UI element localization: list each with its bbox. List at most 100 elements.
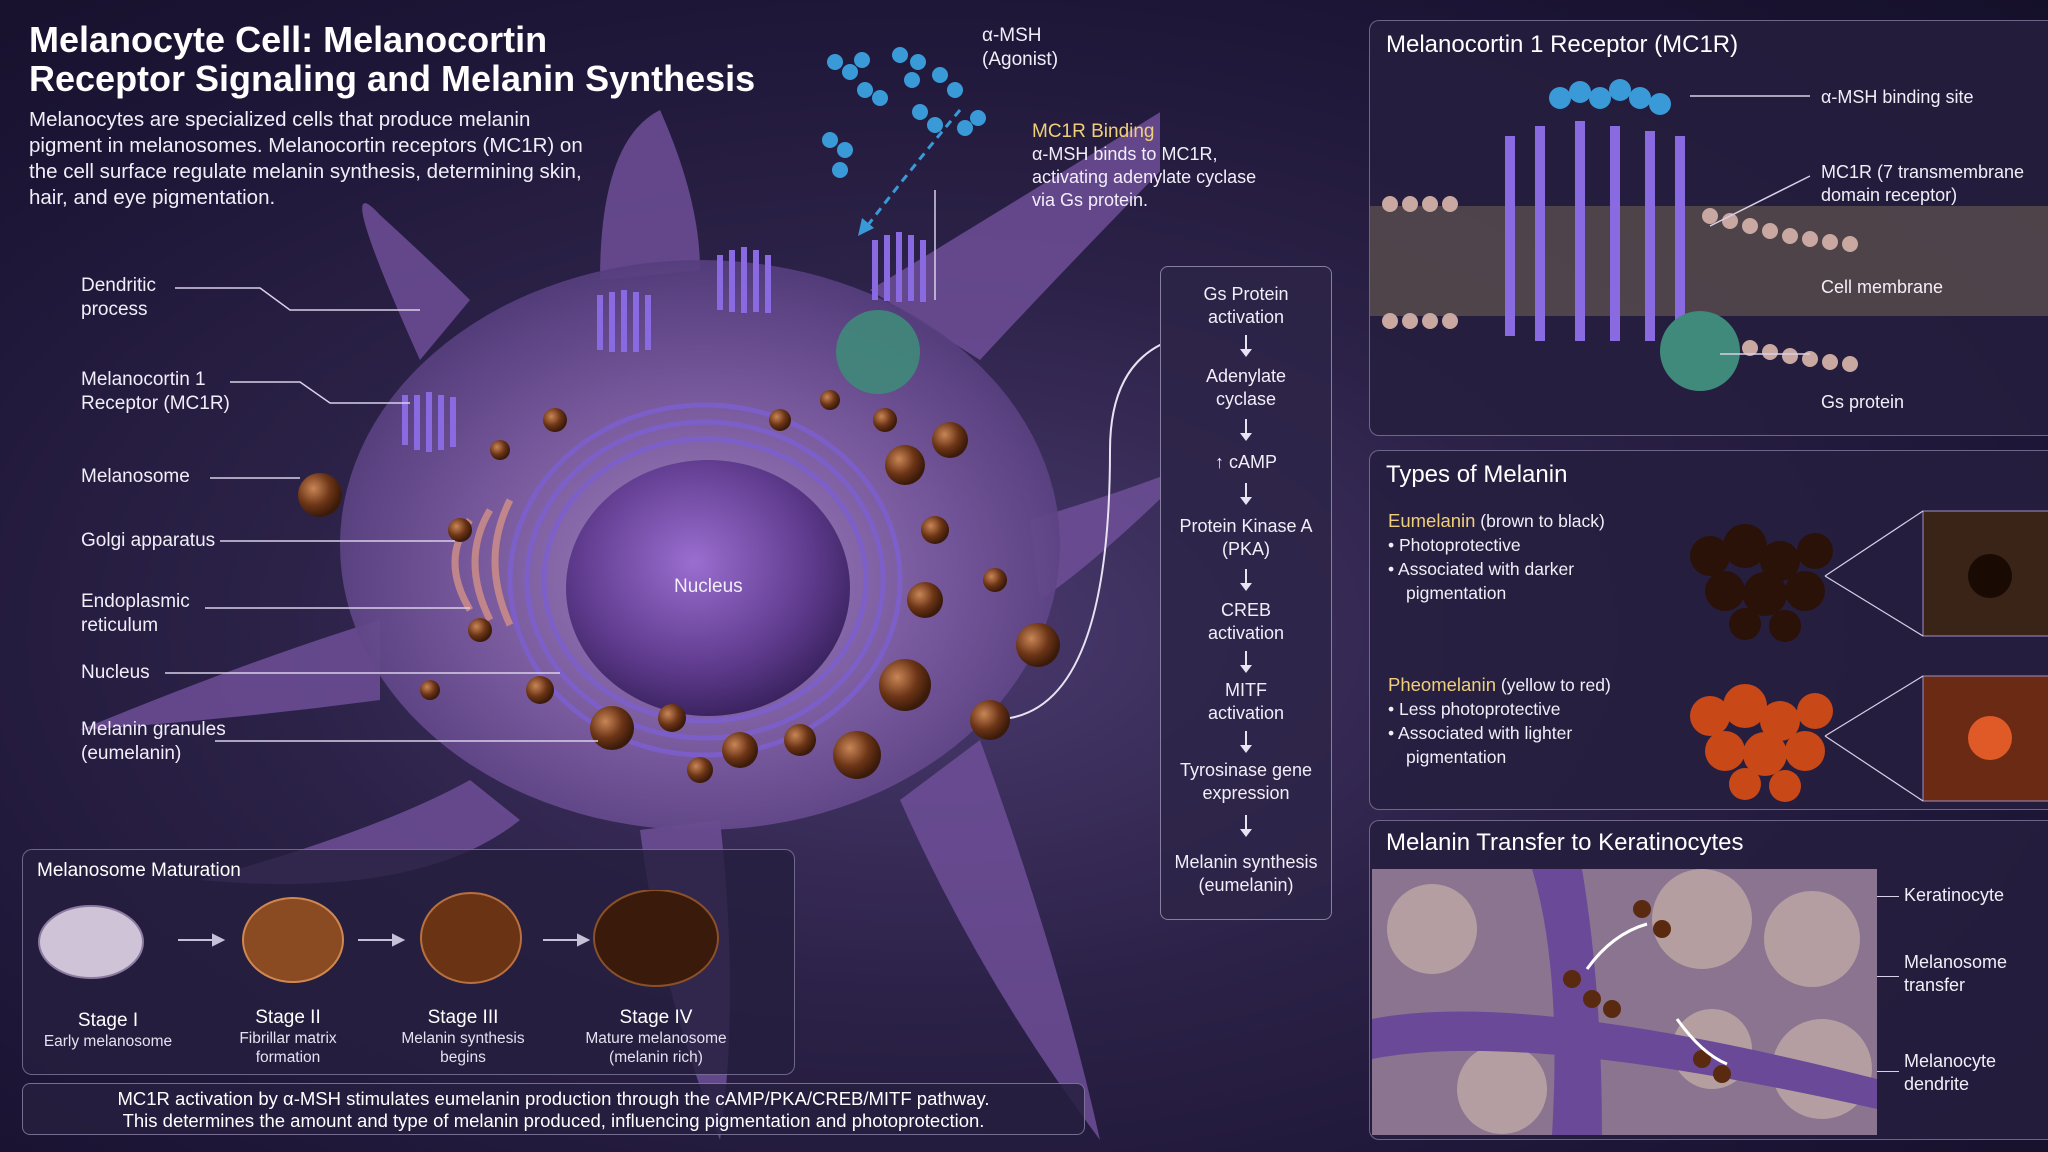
- page-title: Melanocyte Cell: Melanocortin Receptor S…: [29, 20, 755, 98]
- pathway-step: Tyrosinase gene expression: [1161, 759, 1331, 805]
- label-cell-membrane: Cell membrane: [1821, 277, 1944, 297]
- binding-line2: activating adenylate cyclase: [1032, 167, 1257, 187]
- step-tyr-l1: Tyrosinase gene: [1179, 760, 1313, 780]
- label-golgi: Golgi apparatus: [81, 530, 216, 551]
- nucleus-center-label: Nucleus: [674, 576, 743, 597]
- stage3-name: Stage III: [427, 1007, 499, 1028]
- label-mc1r-7tm-l1: MC1R (7 transmembrane: [1821, 162, 2025, 182]
- label-dendritic-process: Dendritic process: [81, 274, 156, 322]
- label-binding-site: α-MSH binding site: [1821, 87, 1974, 107]
- pheomelanin-color: (yellow to red): [1500, 675, 1611, 695]
- step-gs-l1: Gs Protein: [1203, 284, 1289, 304]
- label-keratinocyte: Keratinocyte: [1904, 885, 2005, 905]
- step-pka-l2: (PKA): [1221, 539, 1270, 559]
- step-creb-l2: activation: [1207, 623, 1285, 643]
- step-melanin-l2: (eumelanin): [1198, 875, 1294, 895]
- stage3-desc2: begins: [440, 1049, 486, 1066]
- maturation-stages-art: [38, 890, 719, 987]
- pheomelanin-cluster: [1690, 684, 1833, 802]
- keratinocyte-leader: [1877, 896, 1899, 897]
- leader-lines: [165, 190, 936, 742]
- label-transfer-l1: Melanosome: [1904, 952, 2008, 972]
- label-granules-line2: (eumelanin): [81, 743, 182, 764]
- stage-arrowhead: [212, 933, 226, 947]
- pheomelanin-name: Pheomelanin: [1388, 674, 1496, 695]
- eumelanin-bullet2b: pigmentation: [1406, 583, 1507, 603]
- receptor-leader-lines: [1690, 95, 1811, 355]
- melanin-panel-title: Types of Melanin: [1386, 461, 1568, 488]
- step-ac-l1: Adenylate: [1205, 366, 1287, 386]
- summary-footer: MC1R activation by α-MSH stimulates eume…: [22, 1083, 1085, 1135]
- label-melanocyte-dendrite: Melanocyte dendrite: [1904, 1050, 1996, 1096]
- pheomelanin-block: Pheomelanin (yellow to red) • Less photo…: [1388, 674, 1611, 767]
- agonist-line2: (Agonist): [982, 49, 1059, 70]
- stage3-desc1: Melanin synthesis: [401, 1030, 525, 1047]
- agonist-line1: α-MSH: [982, 25, 1042, 46]
- step-tyr-l2: expression: [1202, 783, 1290, 803]
- label-mc1r-7tm: MC1R (7 transmembrane domain receptor): [1821, 161, 2024, 207]
- eumelanin-cluster: [1690, 524, 1833, 642]
- stage1-desc: Early melanosome: [43, 1033, 173, 1050]
- eumelanin-color: (brown to black): [1480, 511, 1605, 531]
- agonist-arrow: [866, 109, 962, 226]
- eumelanin-bullet1: Photoprotective: [1399, 535, 1521, 555]
- label-gs-protein: Gs protein: [1821, 392, 1905, 412]
- stage1-melanosome: [38, 905, 144, 979]
- label-dendritic-line1: Dendritic: [81, 275, 156, 296]
- stage1-name: Stage I: [77, 1010, 139, 1031]
- step-camp-l1: ↑ cAMP: [1214, 452, 1277, 472]
- dendrite-leader: [1877, 1071, 1899, 1072]
- mc1r-receptors: [402, 232, 926, 452]
- binding-note: MC1R Binding α-MSH binds to MC1R, activa…: [1032, 120, 1262, 212]
- agonist-label: α-MSH (Agonist): [982, 24, 1058, 72]
- melanin-types-panel: Types of Melanin Eumelanin (brown to bla…: [1369, 450, 2048, 810]
- label-mc1r-line1: Melanocortin 1: [81, 369, 206, 390]
- stage4-desc2: (melanin rich): [609, 1049, 703, 1066]
- membrane-band: [1370, 206, 2048, 316]
- pathway-arrow: [1240, 569, 1252, 591]
- eumelanin-bullet2a: Associated with darker: [1398, 559, 1575, 579]
- maturation-title: Melanosome Maturation: [37, 860, 241, 881]
- transfer-leader: [1877, 976, 1899, 977]
- melanin-granules: [298, 390, 1060, 783]
- transmembrane-helices: [1505, 121, 1685, 341]
- zoom-lines: [1824, 510, 1924, 802]
- gs-protein: [836, 310, 920, 394]
- label-transfer-l2: transfer: [1904, 975, 1966, 995]
- agonist-arrowhead: [858, 218, 874, 236]
- pathway-step: Protein Kinase A(PKA): [1161, 515, 1331, 561]
- eumelanin-name: Eumelanin: [1388, 510, 1476, 531]
- label-mc1r-7tm-l2: domain receptor): [1821, 185, 1958, 205]
- binding-line3: via Gs protein.: [1032, 190, 1149, 210]
- label-nucleus: Nucleus: [81, 662, 150, 683]
- stage-arrowhead: [392, 933, 406, 947]
- stage2-desc2: formation: [255, 1049, 321, 1066]
- melanin-illustrations: [1690, 510, 2048, 802]
- receptor-panel-title: Melanocortin 1 Receptor (MC1R): [1386, 31, 1739, 58]
- transfer-illustration: [1372, 869, 1877, 1135]
- gs-protein-detail: [1660, 311, 1740, 391]
- pathway-arrow: [1240, 651, 1252, 673]
- step-creb-l1: CREB: [1220, 600, 1271, 620]
- stage2-desc1: Fibrillar matrix: [239, 1030, 337, 1047]
- pheomelanin-bullet2b: pigmentation: [1406, 747, 1507, 767]
- footer-line1: MC1R activation by α-MSH stimulates eume…: [117, 1088, 990, 1109]
- label-melanosome: Melanosome: [81, 466, 190, 487]
- label-mc1r: Melanocortin 1 Receptor (MC1R): [81, 368, 230, 416]
- nucleus: [566, 460, 850, 716]
- label-mc1r-line2: Receptor (MC1R): [81, 393, 230, 414]
- label-granules-line1: Melanin granules: [81, 719, 226, 740]
- label-er: Endoplasmic reticulum: [81, 590, 190, 638]
- stage2-name: Stage II: [255, 1007, 321, 1028]
- step-melanin-l1: Melanin synthesis: [1174, 852, 1318, 872]
- transferred-melanosomes: [1563, 900, 1731, 1083]
- eumelanin-block: Eumelanin (brown to black) • Photoprotec…: [1388, 510, 1605, 603]
- label-er-line2: reticulum: [81, 615, 159, 636]
- stage4-name: Stage IV: [619, 1007, 693, 1028]
- label-dendritic-line2: process: [81, 299, 148, 320]
- melanocyte-illustration: [80, 47, 1160, 1140]
- intro-text: Melanocytes are specialized cells that p…: [29, 108, 583, 209]
- pathway-step: ↑ cAMP: [1161, 451, 1331, 474]
